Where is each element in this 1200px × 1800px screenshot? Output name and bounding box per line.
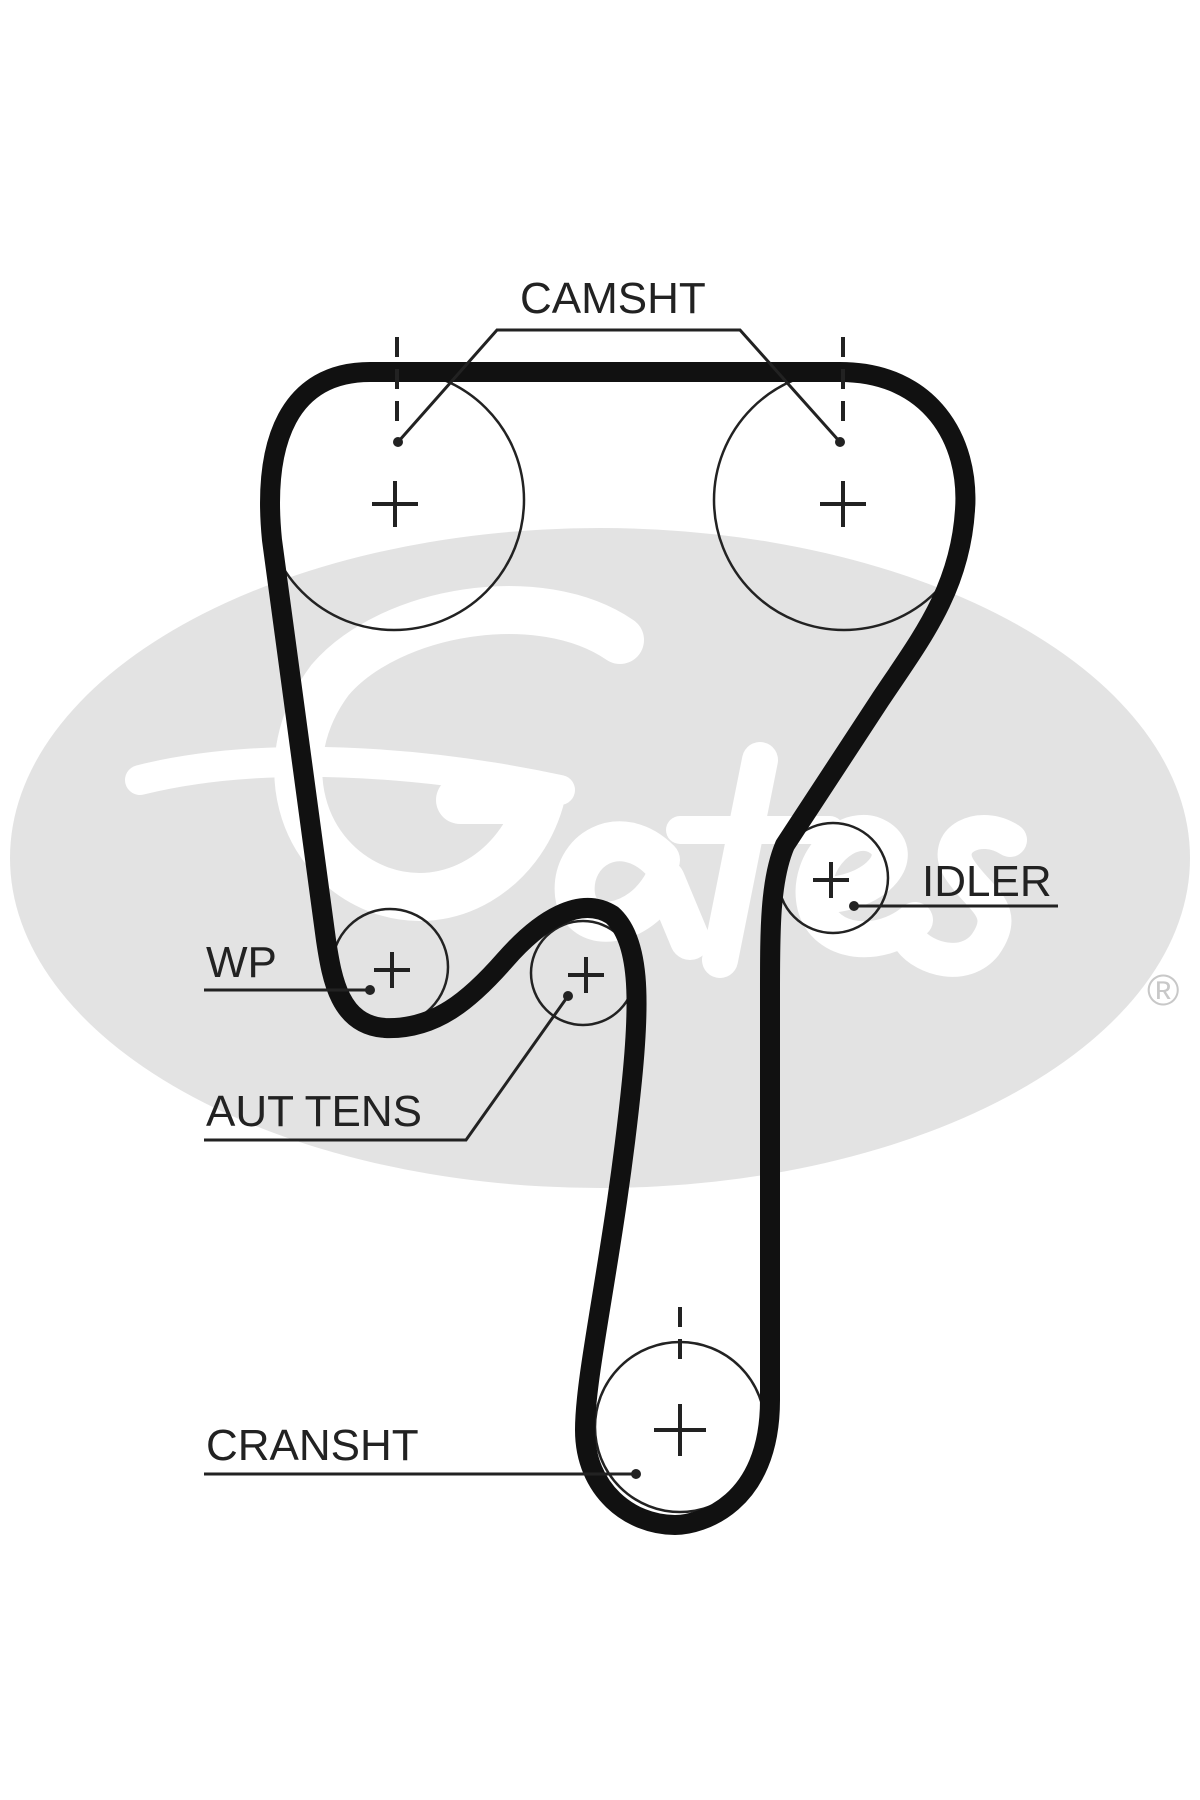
leader-lines bbox=[204, 328, 1058, 1479]
idler-label: IDLER bbox=[922, 857, 1052, 906]
auto-tensioner-label: AUT TENS bbox=[206, 1087, 422, 1136]
water-pump-center-icon bbox=[374, 952, 410, 988]
registered-mark: ® bbox=[1147, 966, 1179, 1015]
idler-center-icon bbox=[813, 862, 849, 898]
timing-belt bbox=[260, 362, 976, 1535]
water-pump-label: WP bbox=[206, 938, 277, 987]
camshaft-leader bbox=[396, 328, 842, 443]
camshaft-left-center-icon bbox=[372, 481, 418, 527]
auto-tensioner-leader bbox=[204, 995, 570, 1142]
camshaft-label: CAMSHT bbox=[520, 274, 706, 323]
component-labels: CAMSHT IDLER WP AUT TENS CRANSHT bbox=[206, 274, 1052, 1470]
auto-tensioner-center-icon bbox=[568, 957, 604, 993]
crankshaft-label: CRANSHT bbox=[206, 1421, 419, 1470]
crankshaft-center-icon bbox=[654, 1404, 706, 1456]
camshaft-right-center-icon bbox=[820, 481, 866, 527]
pulley-centers bbox=[372, 481, 866, 1456]
timing-marks bbox=[395, 337, 845, 1370]
